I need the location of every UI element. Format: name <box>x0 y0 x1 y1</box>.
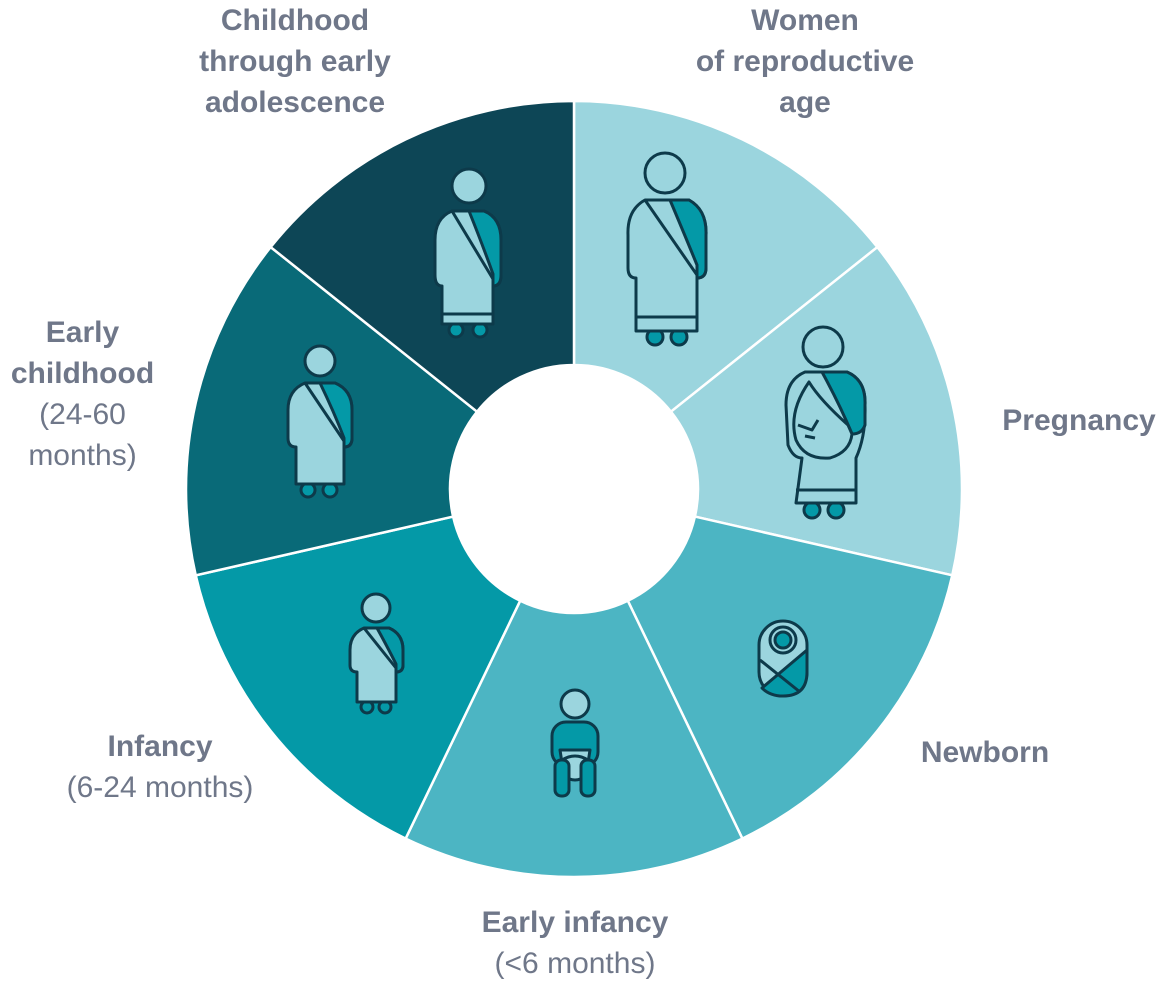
label-title: Newborn <box>920 736 1050 769</box>
pregnant-woman-icon <box>784 325 867 520</box>
toddler-icon <box>348 592 405 715</box>
label-infancy: Infancy (6-24 months) <box>30 726 290 808</box>
label-title: Pregnancy <box>1002 404 1156 437</box>
label-early-infancy: Early infancy (<6 months) <box>420 902 730 984</box>
wheel-center-hole <box>450 365 698 613</box>
label-newborn: Newborn <box>895 732 1075 773</box>
label-title: Infancy <box>107 730 213 763</box>
young-child-icon <box>286 344 354 499</box>
seated-baby-icon <box>550 688 600 798</box>
label-pregnancy: Pregnancy <box>990 400 1168 441</box>
adult-woman-icon <box>626 151 708 347</box>
swaddled-newborn-icon <box>757 619 809 698</box>
label-title: Early infancy <box>481 906 669 939</box>
label-subtitle: (<6 months) <box>494 947 656 980</box>
label-subtitle: (6-24 months) <box>66 771 254 804</box>
older-child-icon <box>433 167 503 339</box>
